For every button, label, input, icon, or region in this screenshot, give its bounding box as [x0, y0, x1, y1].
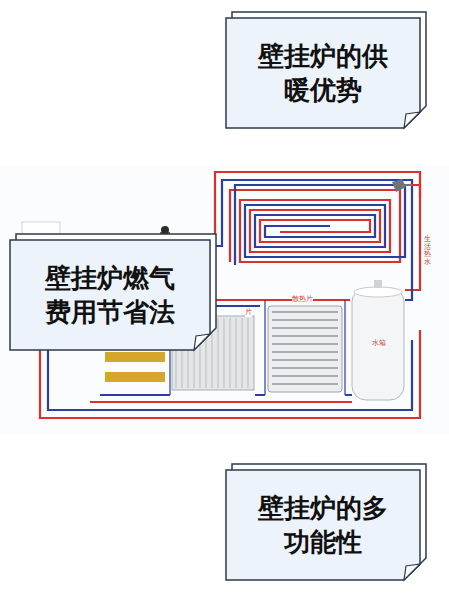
towel-bar: [272, 319, 338, 321]
towel-bar: [272, 335, 338, 337]
callout-outline: [226, 18, 420, 128]
part-label: 片: [245, 309, 252, 317]
manifold: [105, 372, 165, 382]
callout-card: 壁挂炉燃气费用节省法: [10, 240, 210, 350]
manifold: [105, 352, 165, 362]
radiator-fin: [218, 318, 219, 388]
callout-title: 壁挂炉的多功能性: [256, 491, 390, 560]
towel-bar: [272, 311, 338, 313]
folded-corner: [194, 334, 210, 350]
radiator-fin: [248, 318, 249, 388]
callout-outline: [10, 240, 210, 350]
callout-card: 壁挂炉的供暖优势: [226, 18, 420, 128]
radiator-fin: [236, 318, 237, 388]
part-label: 散热片: [292, 296, 313, 304]
front-sheet: [226, 470, 420, 580]
front-sheet: [10, 240, 210, 350]
folded-corner: [404, 564, 420, 580]
towel-bar: [272, 327, 338, 329]
callout-title: 壁挂炉的供暖优势: [256, 39, 390, 108]
callout-outline: [226, 470, 420, 580]
diagram-ground: [0, 165, 449, 433]
radiator-fin: [242, 318, 243, 388]
shower-head: [392, 179, 412, 192]
towel-radiator: [268, 306, 342, 392]
radiator-fin: [230, 318, 231, 388]
part-label: 水箱: [372, 340, 386, 348]
towel-bar: [272, 351, 338, 353]
folded-corner: [404, 112, 420, 128]
callout-card: 壁挂炉的多功能性: [226, 470, 420, 580]
water-tank: [352, 280, 404, 400]
towel-bar: [272, 359, 338, 361]
callout-title: 壁挂炉燃气费用节省法: [40, 261, 180, 330]
part-label: 生活热水: [424, 236, 431, 267]
towel-bar: [272, 367, 338, 369]
towel-bar: [272, 343, 338, 345]
towel-bar: [272, 383, 338, 385]
towel-bar: [272, 375, 338, 377]
front-sheet: [226, 18, 420, 128]
radiator-fin: [224, 318, 225, 388]
